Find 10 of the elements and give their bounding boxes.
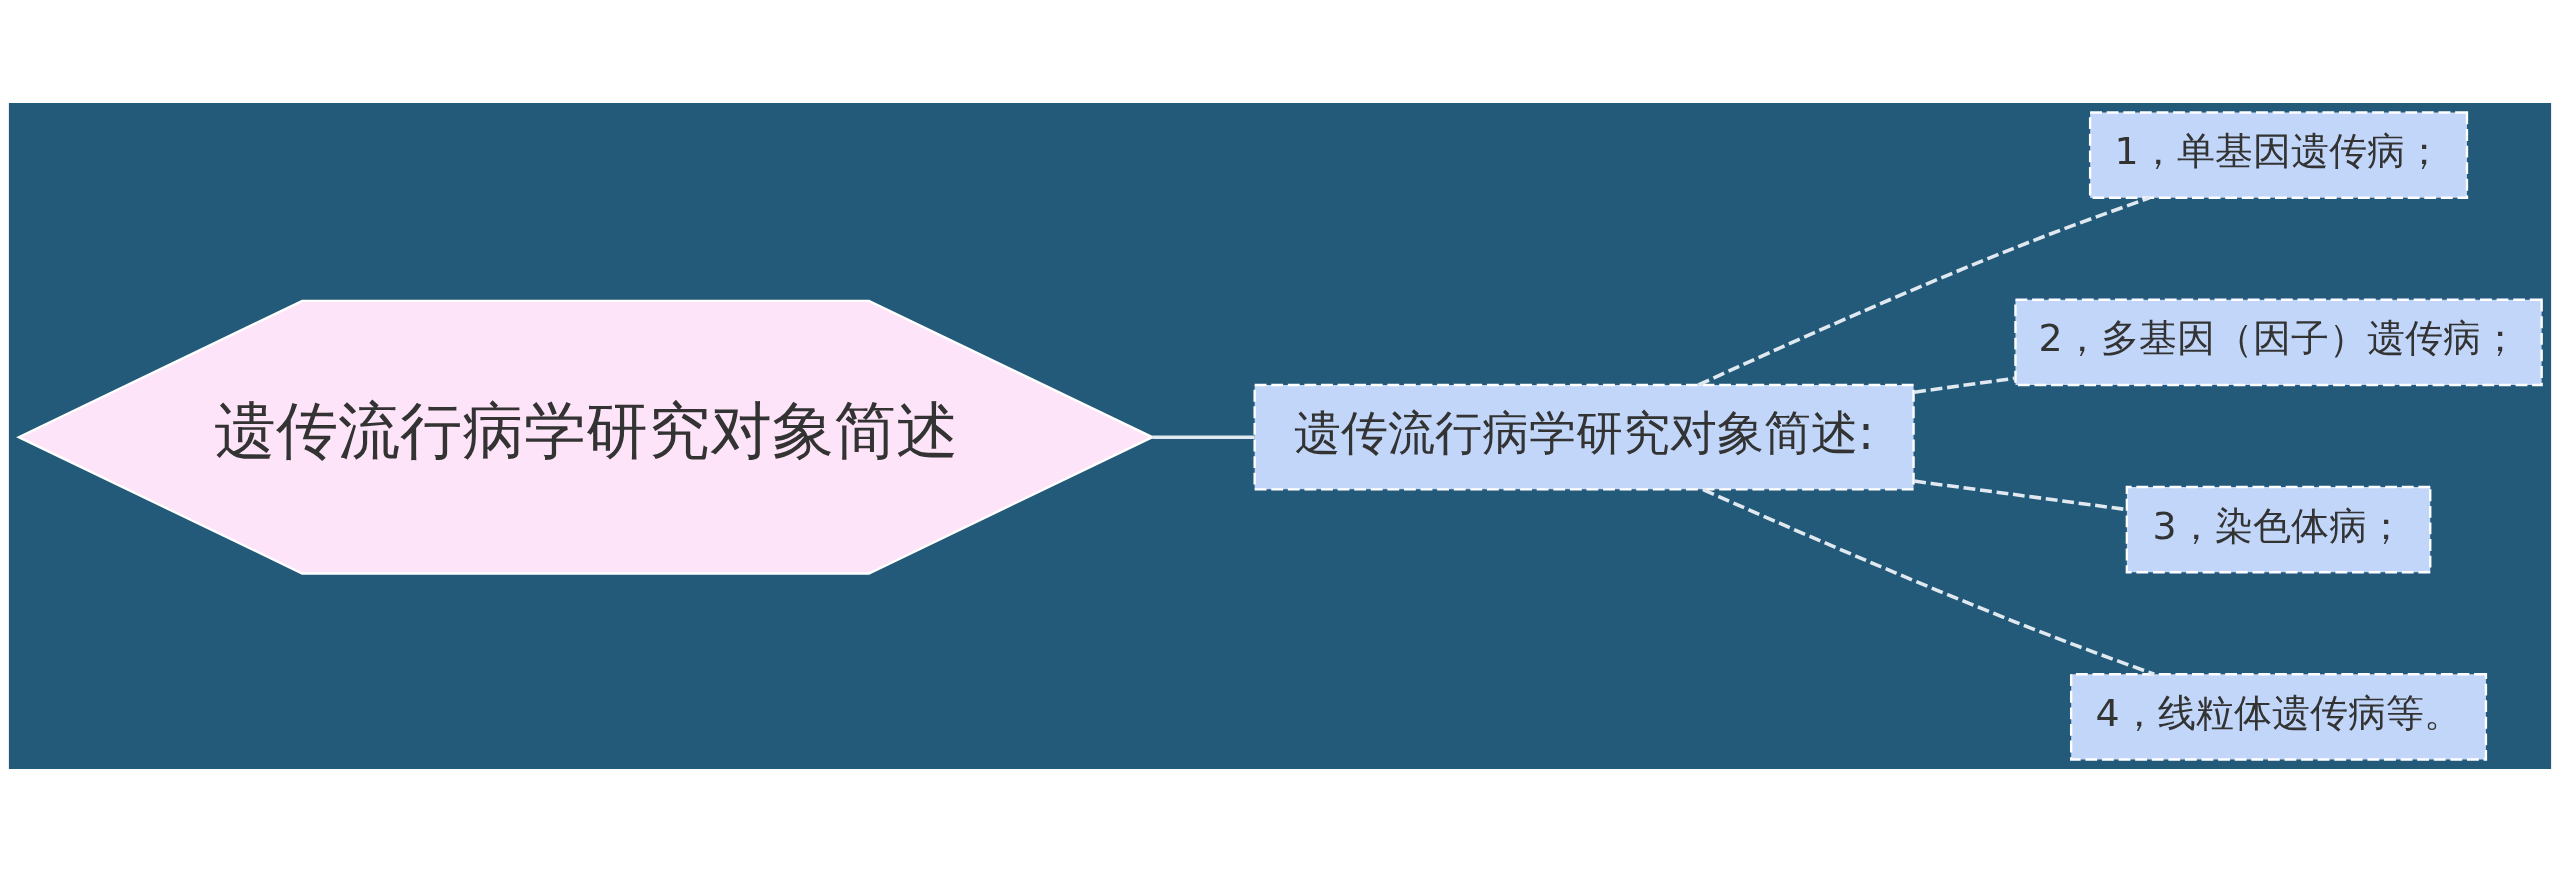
- node-box: 遗传流行病学研究对象简述:: [1253, 383, 1915, 491]
- connector: [1702, 488, 2155, 676]
- connector: [1913, 479, 2127, 512]
- node-box: 3，染色体病；: [2125, 485, 2432, 574]
- node-box: 2，多基因（因子）遗传病；: [2014, 298, 2543, 387]
- connector: [1913, 376, 2015, 394]
- connector: [1152, 435, 1255, 439]
- node-box: 4，线粒体遗传病等。: [2070, 673, 2488, 761]
- connector: [1697, 196, 2151, 387]
- node-box: 1，单基因遗传病；: [2088, 111, 2469, 199]
